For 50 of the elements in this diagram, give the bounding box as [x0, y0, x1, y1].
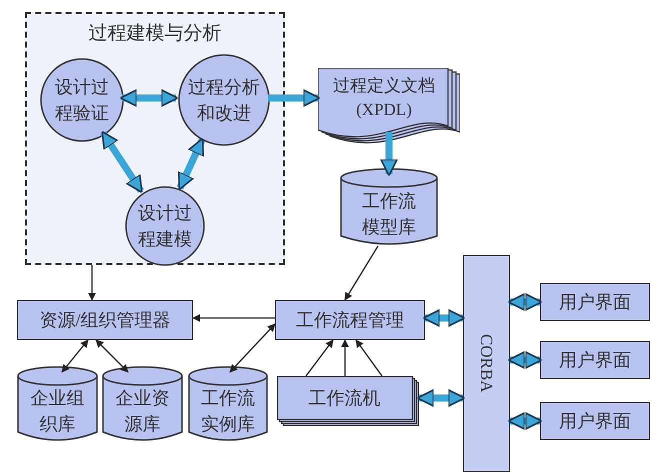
node-label: 设计过程验证 — [54, 76, 110, 125]
process-box — [17, 300, 193, 340]
block-arrow — [176, 138, 206, 190]
database-cylinder — [102, 366, 183, 442]
process-box — [540, 283, 650, 321]
node-label: 企业资源库 — [114, 387, 170, 436]
process-circle — [178, 54, 270, 146]
block-arrow — [422, 309, 466, 327]
database-cylinder — [340, 168, 438, 246]
arrow — [62, 339, 88, 373]
process-circle — [40, 58, 124, 142]
node-label: 过程建模与分析 — [88, 24, 222, 43]
node-label: 设计过程建模 — [137, 202, 193, 251]
process-circle — [125, 186, 205, 266]
stacked-box — [277, 376, 419, 426]
block-arrow — [416, 389, 466, 407]
process-box — [540, 341, 650, 379]
arrow — [229, 323, 276, 373]
block-arrow — [508, 351, 542, 369]
node-label: 用户界面 — [559, 293, 631, 311]
process-box — [275, 300, 425, 340]
node-label: 工作流实例库 — [200, 387, 256, 436]
node-label: CORBA — [478, 334, 495, 393]
block-arrow — [380, 132, 398, 176]
node-label: 过程定义文档 (XPDL) — [332, 75, 436, 121]
database-cylinder — [17, 366, 98, 442]
node-label: 工作流程管理 — [296, 311, 404, 329]
block-arrow — [120, 89, 178, 107]
node-label: 企业组织库 — [30, 387, 86, 436]
arrow — [95, 339, 129, 373]
node-label: 用户界面 — [559, 351, 631, 369]
database-cylinder — [188, 366, 268, 442]
node-label: 资源/组织管理器 — [39, 311, 170, 329]
node-label: 工作流模型库 — [361, 190, 417, 239]
process-box — [540, 402, 650, 440]
arrow — [344, 246, 379, 301]
block-arrow — [508, 293, 542, 311]
node-label: 工作流机 — [308, 388, 380, 406]
block-arrow — [508, 412, 542, 430]
node-label: 过程分析和改进 — [188, 76, 260, 125]
group-box — [25, 12, 285, 265]
arrow — [192, 314, 275, 322]
block-arrow — [100, 130, 144, 194]
bus-bar — [463, 255, 510, 472]
arrow — [341, 339, 349, 376]
arrow — [305, 339, 334, 376]
block-arrow — [268, 89, 320, 107]
arrow — [355, 339, 383, 376]
node-label: 用户界面 — [559, 412, 631, 430]
arrow — [88, 265, 96, 301]
